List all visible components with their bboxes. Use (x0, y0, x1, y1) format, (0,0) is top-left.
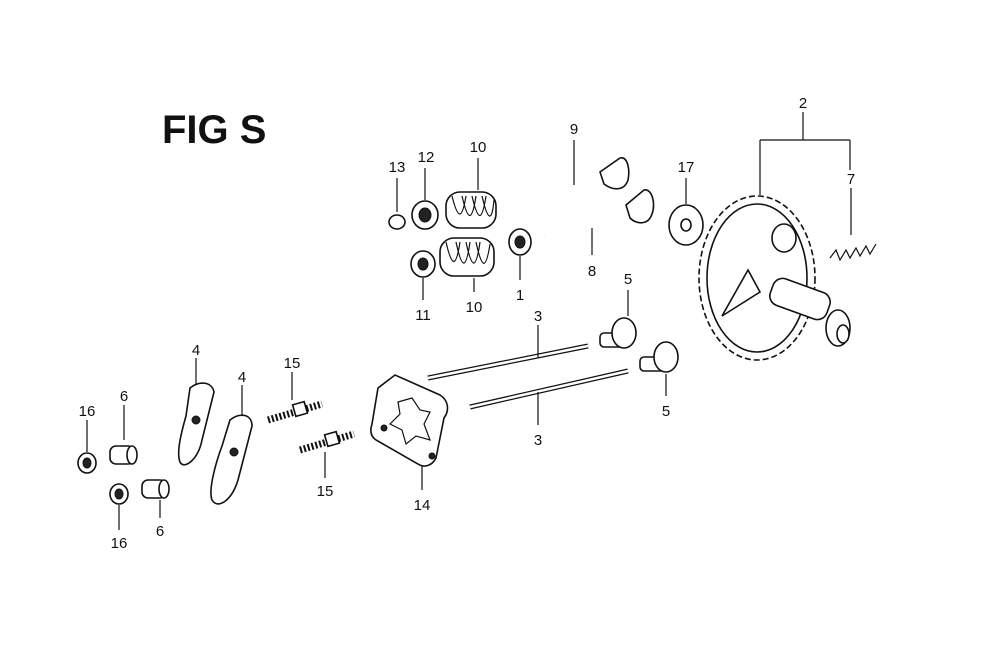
part-6-pivot-lower (141, 479, 170, 518)
part-5-tappet-upper (599, 290, 637, 349)
figure-title: FIG S (162, 108, 266, 152)
callout-10-lower: 10 (466, 299, 483, 316)
part-17-washer (668, 178, 704, 246)
callout-10-upper: 10 (470, 139, 487, 156)
part-4-rocker-arm-right (210, 385, 253, 505)
part-13-keeper (388, 178, 406, 230)
part-16-nut-upper (77, 420, 97, 474)
callout-2: 2 (799, 95, 807, 112)
callout-14: 14 (414, 497, 431, 514)
callout-1: 1 (516, 287, 524, 304)
callout-13: 13 (389, 159, 406, 176)
callout-11: 11 (415, 307, 431, 324)
callout-15-lower: 15 (317, 483, 334, 500)
part-5-tappet-lower (639, 341, 679, 396)
part-1-seal (508, 228, 532, 280)
part-12-retainer (411, 168, 439, 230)
callout-8: 8 (588, 263, 596, 280)
part-2-camshaft (698, 112, 851, 361)
callout-7: 7 (847, 171, 855, 188)
part-15-stud-lower (299, 430, 355, 478)
part-11-retainer (410, 250, 436, 300)
callout-6-upper: 6 (120, 388, 128, 405)
callout-9: 9 (570, 121, 578, 138)
callout-5-lower: 5 (662, 403, 670, 420)
part-16-nut-lower (109, 483, 129, 530)
callout-16-lower: 16 (111, 535, 128, 552)
part-14-guide-plate (370, 374, 449, 490)
callout-3-upper: 3 (534, 308, 542, 325)
part-7-spring (829, 188, 877, 262)
part-10-spring-upper (445, 158, 497, 229)
part-3-pushrod-lower (469, 368, 629, 425)
part-9-valve (514, 140, 630, 202)
callout-12: 12 (418, 149, 435, 166)
callout-17: 17 (678, 159, 695, 176)
callout-6-lower: 6 (156, 523, 164, 540)
part-8-valve (544, 189, 655, 255)
callout-16-upper: 16 (79, 403, 96, 420)
callout-3-lower: 3 (534, 432, 542, 449)
callout-4-right: 4 (238, 369, 246, 386)
part-6-pivot-upper (109, 405, 138, 465)
part-10-spring-lower (439, 237, 495, 292)
callout-4-left: 4 (192, 342, 200, 359)
callout-15-upper: 15 (284, 355, 301, 372)
part-15-stud-upper (267, 372, 323, 424)
callout-5-upper: 5 (624, 271, 632, 288)
part-3-pushrod-upper (427, 325, 589, 381)
part-4-rocker-arm-left (177, 358, 215, 466)
